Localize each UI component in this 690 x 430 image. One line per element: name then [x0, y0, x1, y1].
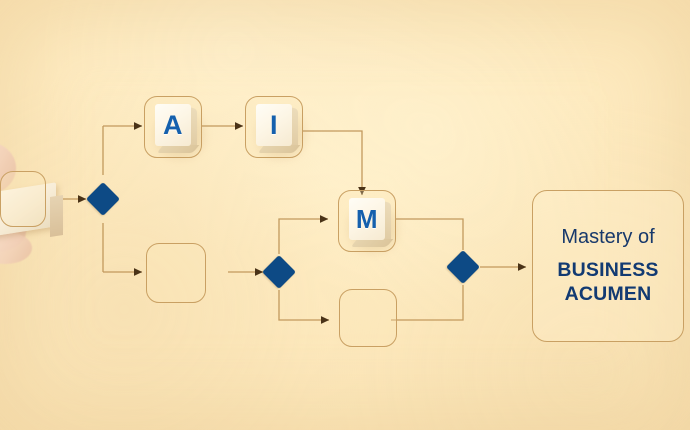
- wire-decision2-to-empty-lower: [278, 290, 330, 324]
- wire-tile-i-to-m: [302, 130, 366, 196]
- wire-decision2-to-m: [278, 215, 329, 254]
- tile-i[interactable]: I: [256, 104, 292, 146]
- start-node[interactable]: [0, 171, 46, 227]
- result-card[interactable]: Mastery of BUSINESS ACUMEN: [532, 190, 684, 342]
- tile-i-bottom: [257, 145, 301, 153]
- empty-node-left[interactable]: [146, 243, 206, 303]
- tile-m-bottom: [350, 239, 394, 247]
- result-heading-primary: Mastery of: [561, 225, 655, 248]
- tile-m-letter: M: [355, 203, 379, 234]
- tile-a-bottom: [156, 145, 200, 153]
- tile-m[interactable]: M: [349, 198, 385, 240]
- empty-node-lower[interactable]: [339, 289, 397, 347]
- wire-empty-lower-to-decision3: [391, 285, 464, 321]
- tile-i-letter: I: [269, 109, 278, 140]
- wire-m-to-decision3: [395, 218, 464, 250]
- result-heading-secondary: BUSINESS ACUMEN: [557, 258, 659, 305]
- tile-a[interactable]: A: [155, 104, 191, 146]
- tile-a-letter: A: [163, 109, 183, 140]
- held-block-side: [50, 194, 63, 238]
